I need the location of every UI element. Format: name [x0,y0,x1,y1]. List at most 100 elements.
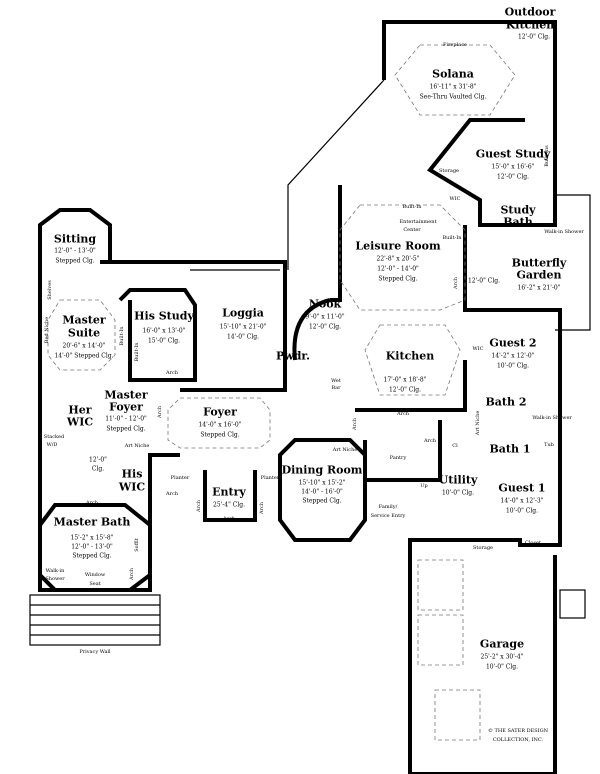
room-name-nook: Nook [308,297,342,311]
wet-bar-label: Wet [331,378,341,384]
room-ceiling: 12'-0" Clg. [467,277,501,285]
built-in-label: Built-In [119,326,125,346]
room-name-master-suite: Master [62,313,106,327]
room-name-his-study: His Study [134,309,194,323]
room-ceiling: Stepped Clg. [106,425,146,433]
room-ceiling: See-Thru Vaulted Clg. [419,93,487,101]
room-size: 14'-0" x 12'-3" [500,497,544,505]
family-entry-label: Service Entry [370,513,406,519]
stair-up-label: Up [420,483,428,489]
soffit-label: Soffit [134,538,140,552]
wall-master-bath [38,503,152,592]
built-in-label: Built-In [134,342,140,362]
room-name-butterfly-garden: Butterfly [511,256,567,270]
shelves-label: Shelves [47,280,53,300]
room-name-master-bath: Master Bath [53,515,131,529]
art-niche-label: Art Niche [124,443,150,449]
privacy-wall-label: Privacy Wall [79,649,111,655]
arch-label: Arch [396,411,410,417]
arch-label: Arch [352,417,358,431]
room-name-bath-1: Bath 1 [489,442,531,456]
arch-label: Arch [157,405,163,419]
arch-label: Arch [196,499,202,513]
kitchen-ceiling [364,324,461,396]
shower-label: Walk-in Shower [544,229,584,235]
wall-his-study [118,288,197,382]
art-niche-label: Art Niche [475,410,481,436]
room-size: 16'-0" x 13'-0" [142,327,186,335]
room-name-his-wic: WIC [118,480,146,494]
wic-label: WIC [449,196,461,202]
room-size: 11'-0" - 12'-0" [105,415,147,423]
planter-label: Planter [170,475,190,481]
room-size: 25'-2" x 30'-4" [480,653,524,661]
solana-vault [394,44,516,116]
room-name-powder: Pwdr. [275,349,311,363]
room-ceiling: 12'-0" Clg. [496,173,530,181]
room-name-guest-2: Guest 2 [489,336,537,350]
room-name-leisure-room: Leisure Room [355,239,441,253]
room-size: 14'-0" x 16'-0" [198,421,242,429]
built-in-label: Built-In [442,235,462,241]
arch-label: Arch [165,370,179,376]
room-ceiling: Stepped Clg. [302,497,342,505]
room-name-guest-1: Guest 1 [498,481,546,495]
room-ceiling: 25'-4" Clg. [212,501,246,509]
room-size: 12'-0" - 13'-0" [54,247,96,255]
bed-niche-label: Bed Niche [44,316,50,344]
room-name-foyer: Foyer [203,405,237,419]
arch-label: Arch [423,438,437,444]
fireplace-label: Fireplace [443,42,467,48]
wet-bar-label: Bar [331,385,341,391]
room-name-her-wic: Her [68,403,92,417]
garage-bay-1 [417,559,464,611]
wall-solana [382,20,557,125]
room-size: 9'-0" x 11'-0" [305,313,345,321]
built-in-label: Built-In [402,204,422,210]
room-ceiling: 12'-0" Clg. [308,323,342,331]
arch-label: Arch [453,276,459,290]
room-name-master-foyer: Foyer [109,400,143,414]
room-size: 16'-11" x 31'-8" [429,83,477,91]
room-name-outdoor-kitchen: Kitchen [505,18,555,32]
wall-entry [203,470,257,522]
shower-label: Walk-in Shower [532,415,572,421]
arch-label: Arch [222,516,236,522]
room-size: 14'-2" x 12'-0" [491,352,535,360]
room-name-study-bath: Bath [503,215,533,229]
room-ceiling: Stepped Clg. [200,431,240,439]
storage-label: Storage [473,545,493,551]
butterfly-garden-edge [555,194,591,331]
room-size: 16'-2" x 21'-0" [517,284,561,292]
room-size: 15'-0" x 16'-6" [491,163,535,171]
garage-bay-3 [434,689,481,741]
wall-guest-study [427,118,557,227]
wall-loggia [100,260,287,392]
stacked-wd-label: Stacked [43,434,65,440]
room-name-garage: Garage [479,637,525,651]
built-ins-label: Built-Ins [544,145,550,167]
closet-label: Cl [452,443,458,449]
arch-label: Arch [259,501,265,515]
room-name-outdoor-kitchen: Outdoor [504,5,556,19]
room-ceiling: Stepped Clg. [72,552,112,560]
planter-label: Planter [260,475,280,481]
room-ceiling: 15'-0" Clg. [147,337,181,345]
closet-label: Closet [525,540,541,546]
room-name-study-bath: Study [500,203,536,217]
room-ceiling: 14'-0" - 16'-0" [301,488,343,496]
room-size: 20'-6" x 14'-0" [62,342,106,350]
master-suite-ceiling [47,299,116,371]
pantry-label: Pantry [389,455,407,461]
room-name-solana: Solana [432,67,474,81]
room-ceiling: Clg. [91,465,105,473]
room-ceiling: Stepped Clg. [55,257,95,265]
room-name-her-wic: WIC [66,415,94,429]
garage-bay-2 [417,614,464,666]
room-size: 22'-8" x 20'-5" [376,255,420,263]
storage-label: Storage [439,168,459,174]
solana-open-edge [287,79,385,270]
wall-kitchen [355,360,467,412]
window-seat-label: Seat [89,581,101,587]
